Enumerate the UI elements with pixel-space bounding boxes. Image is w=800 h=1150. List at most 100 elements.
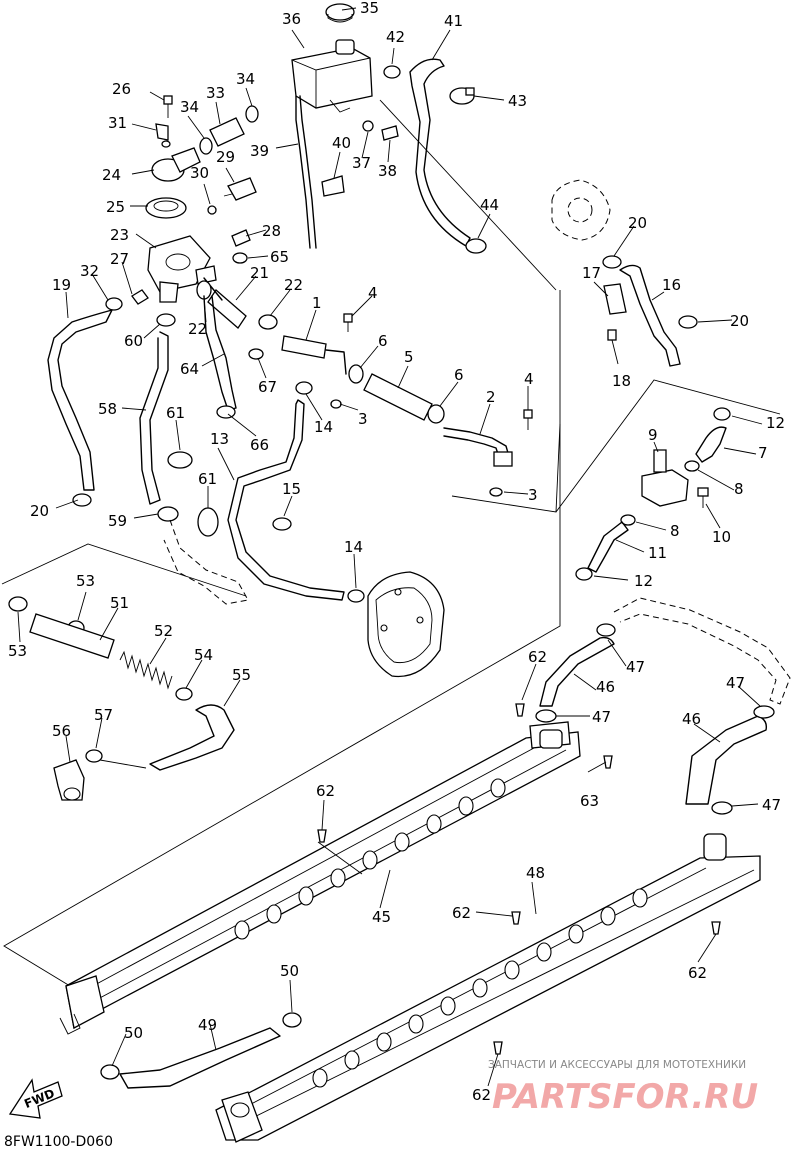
callout-62-center: 62 [452,904,471,922]
callout-38: 38 [378,162,397,180]
callout-32: 32 [80,262,99,280]
fwd-arrow-icon: FWD [8,1078,63,1119]
callout-5: 5 [404,348,414,366]
clamp-44 [465,238,487,254]
callout-46-left: 46 [596,678,615,696]
hose-11 [587,521,629,573]
callout-62-upper: 62 [528,648,547,666]
clamp-59 [157,506,179,522]
clamp-60 [156,313,176,327]
thermostat-housing-23 [147,235,217,303]
callout-62-lower: 62 [472,1086,491,1104]
clamp-20-right [678,315,698,329]
clamp-43 [449,87,475,105]
bracket-31 [155,123,169,141]
pipe-33 [209,117,245,147]
clamp-14-lower [347,589,365,603]
bolt-18 [607,329,617,341]
hose-56 [53,759,85,801]
callout-4-lower: 4 [524,370,534,388]
callout-49: 49 [198,1016,217,1034]
guide-box-center [451,423,561,513]
clamps-47-left [535,623,616,723]
callout-60: 60 [124,332,143,350]
callout-46-right: 46 [682,710,701,728]
hose-46-right [685,715,768,805]
clamps-34 [199,105,259,155]
bolt-10 [697,487,709,508]
sensor-29 [223,177,257,201]
callout-30: 30 [190,164,209,182]
callout-11: 11 [648,544,667,562]
callout-14-upper: 14 [314,418,333,436]
callout-61-lower: 61 [198,470,217,488]
callout-36: 36 [282,10,301,28]
callout-41: 41 [444,12,463,30]
callout-10: 10 [712,528,731,546]
callout-16: 16 [662,276,681,294]
watermark-brand: PARTSFOR.RU [492,1077,758,1117]
callout-12-lower: 12 [634,572,653,590]
clamp-61-upper [167,451,193,469]
callout-27: 27 [110,250,129,268]
watermark-tagline: ЗАПЧАСТИ И АКСЕССУАРЫ ДЛЯ МОТОТЕХНИКИ [488,1059,746,1071]
pipe-1 [281,335,347,375]
callout-15: 15 [282,480,301,498]
callout-4-upper: 4 [368,284,378,302]
callout-28: 28 [262,222,281,240]
reservoir-cap [325,3,355,23]
clamps-8 [620,460,700,526]
callout-59: 59 [108,512,127,530]
callout-8-lower: 8 [670,522,680,540]
hose-46-left [539,636,615,707]
callout-22-right: 22 [284,276,303,294]
callout-62-mid: 62 [316,782,335,800]
callout-22-left: 22 [188,320,207,338]
thermostat-25 [145,197,187,219]
clamp-6-left [348,364,364,384]
callout-3-lower: 3 [528,486,538,504]
pipe-2 [443,427,513,467]
guide-box-lower-left [1,543,247,769]
callout-40: 40 [332,134,351,152]
watermark: ЗАПЧАСТИ И АКСЕССУАРЫ ДЛЯ МОТОТЕХНИКИ PA… [488,1059,758,1117]
bracket-17 [603,283,627,315]
callout-47-a: 47 [626,658,645,676]
callout-65: 65 [270,248,289,266]
callout-55: 55 [232,666,251,684]
clamp-57 [85,749,103,763]
water-pump [367,571,445,678]
clamp-32 [105,297,123,311]
clamps-22 [196,280,278,330]
callout-47-d: 47 [762,796,781,814]
callout-66: 66 [250,436,269,454]
callout-19: 19 [52,276,71,294]
callout-43: 43 [508,92,527,110]
hose-49 [119,1027,281,1089]
thermostat-cover-24 [151,140,201,182]
bracket-40 [321,175,345,197]
callout-50-right: 50 [280,962,299,980]
callout-20-upper: 20 [628,214,647,232]
guide-radiator-long [3,99,561,987]
callout-24: 24 [102,166,121,184]
callout-63: 63 [580,792,599,810]
clamps-50 [100,1012,302,1080]
callout-42: 42 [386,28,405,46]
callout-18: 18 [612,372,631,390]
pipe-5 [363,373,433,421]
fitting-28 [231,229,251,247]
callout-44: 44 [480,196,499,214]
callout-56: 56 [52,722,71,740]
callout-64: 64 [180,360,199,378]
callout-33: 33 [206,84,225,102]
callout-8-upper: 8 [734,480,744,498]
clamp-12-upper [713,407,731,421]
callout-17: 17 [582,264,601,282]
hose-19 [47,309,113,491]
hose-55 [149,704,235,771]
bolt-37-38 [362,120,399,141]
hose-41 [409,58,471,247]
clamp-42 [383,65,401,79]
